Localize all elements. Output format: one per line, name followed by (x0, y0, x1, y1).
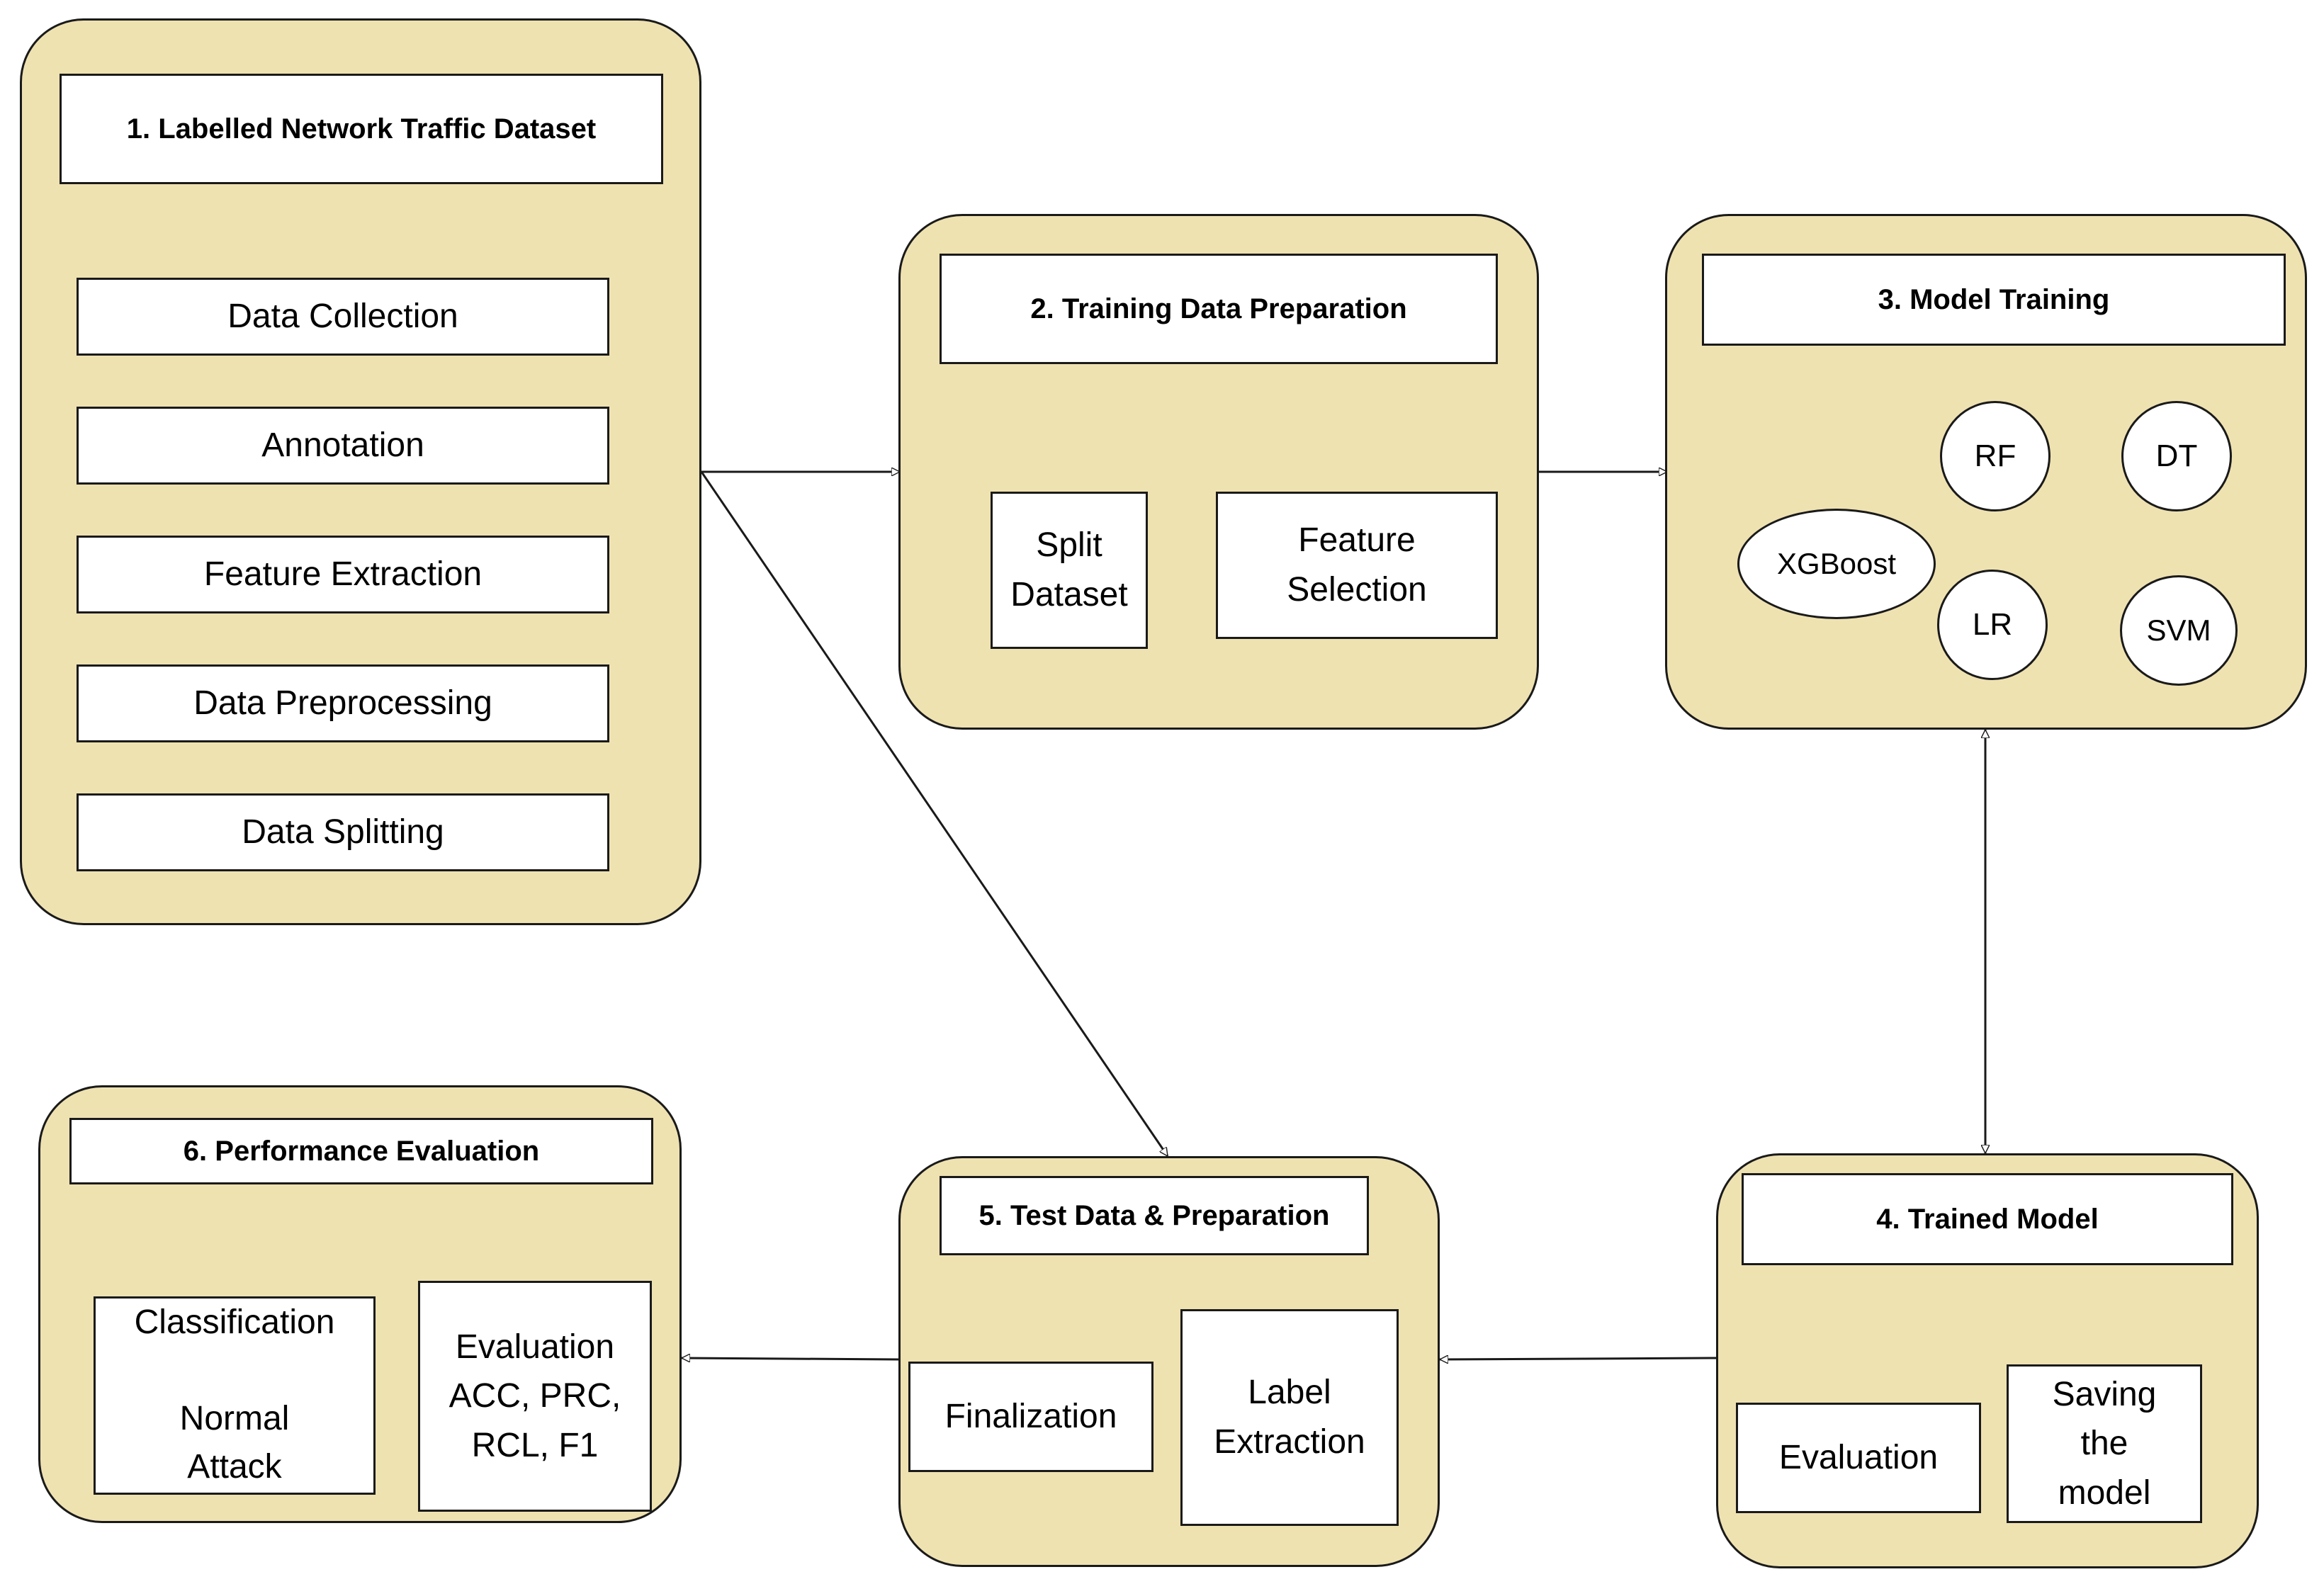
data-preprocessing-step: Data Preprocessing (77, 664, 609, 742)
evaluation-box: Evaluation (1736, 1403, 1981, 1513)
split-dataset-box: Split Dataset (991, 492, 1148, 649)
label-extraction-box: Label Extraction (1180, 1309, 1399, 1526)
feature-extraction-step: Feature Extraction (77, 536, 609, 613)
stage-2-title: 2. Training Data Preparation (940, 254, 1498, 364)
annotation-step: Annotation (77, 407, 609, 485)
feature-selection-box: Feature Selection (1216, 492, 1498, 639)
evaluation-metrics-box: Evaluation ACC, PRC, RCL, F1 (418, 1281, 652, 1512)
data-collection-step: Data Collection (77, 278, 609, 356)
xgboost-model-node: XGBoost (1737, 509, 1936, 619)
classification-box: Classification Normal Attack (94, 1296, 376, 1495)
stage-1-title: 1. Labelled Network Traffic Dataset (60, 74, 663, 184)
arrow-1-to-5 (700, 471, 1169, 1156)
stage-6-title: 6. Performance Evaluation (69, 1118, 653, 1184)
stage-3-title: 3. Model Training (1702, 254, 2286, 346)
svm-model-node: SVM (2120, 575, 2238, 686)
arrow-4-to-5 (1440, 1358, 1717, 1359)
stage-5-title: 5. Test Data & Preparation (940, 1176, 1369, 1255)
lr-model-node: LR (1937, 570, 2048, 680)
saving-model-box: Saving the model (2007, 1364, 2202, 1523)
arrow-5-to-6 (682, 1358, 899, 1359)
dt-model-node: DT (2121, 401, 2232, 511)
rf-model-node: RF (1940, 401, 2051, 511)
stage-4-title: 4. Trained Model (1742, 1173, 2233, 1265)
data-splitting-step: Data Splitting (77, 793, 609, 871)
finalization-box: Finalization (908, 1362, 1153, 1472)
